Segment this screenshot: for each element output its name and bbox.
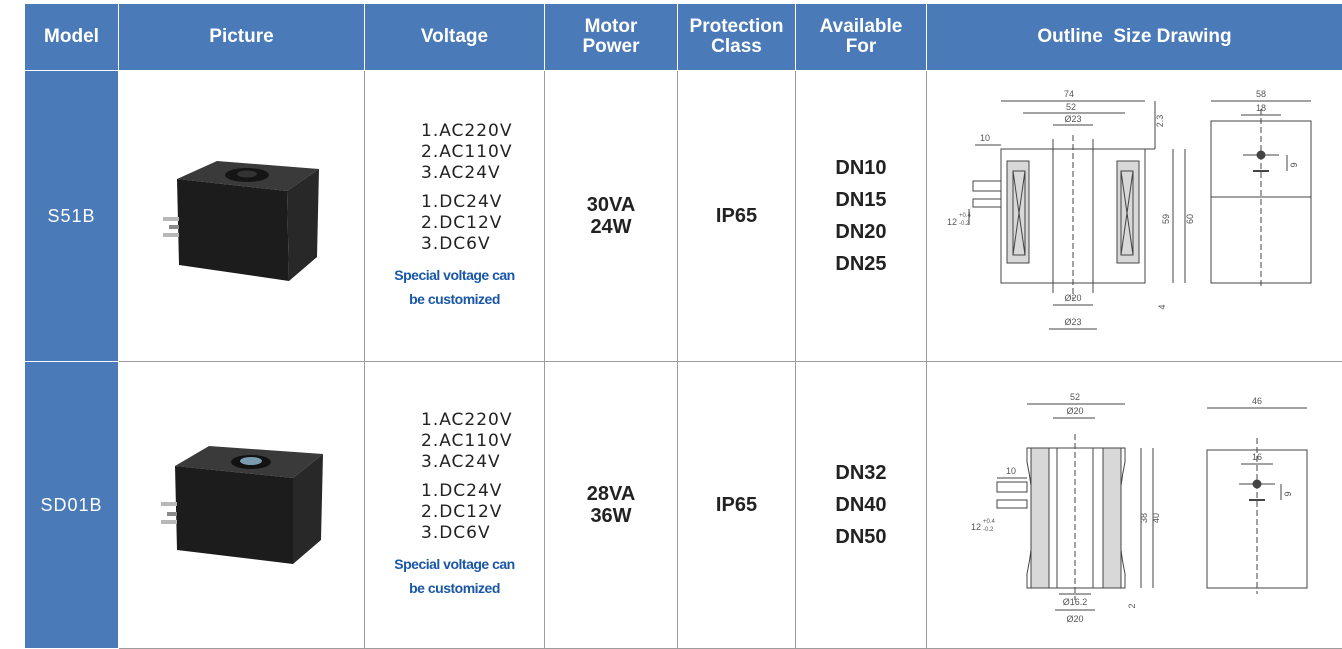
voltage-ac: 3.AC24V xyxy=(393,452,544,473)
model-cell: S51B xyxy=(25,71,119,362)
power-w: 36W xyxy=(545,505,677,527)
custom-voltage-note: Special voltage can xyxy=(365,263,544,287)
dimension-label: Ø20 xyxy=(1066,406,1083,416)
dimension-label: 16 xyxy=(1251,452,1261,462)
model-cell: SD01B xyxy=(25,362,119,649)
dimension-label: 52 xyxy=(1065,102,1075,112)
table-row: SD01B 1.AC220V 2.AC110V 3.AC24V xyxy=(25,362,1342,649)
dimension-label: 60 xyxy=(1185,213,1195,223)
dimension-label: Ø16.2 xyxy=(1062,597,1087,607)
motor-power-cell: 30VA 24W xyxy=(545,71,678,362)
picture-cell xyxy=(119,362,365,649)
dimension-label: 9 xyxy=(1283,491,1293,496)
dimension-label: Ø20 xyxy=(1066,614,1083,624)
dimension-label: 38 xyxy=(1139,512,1149,522)
voltage-ac: 2.AC110V xyxy=(393,142,544,163)
dn-size: DN40 xyxy=(796,489,926,521)
voltage-cell: 1.AC220V 2.AC110V 3.AC24V 1.DC24V 2.DC12… xyxy=(365,362,545,649)
dimension-label: -0.2 xyxy=(959,221,970,227)
dn-size: DN20 xyxy=(796,216,926,248)
dn-size: DN15 xyxy=(796,184,926,216)
dimension-label: 58 xyxy=(1255,89,1265,99)
dimension-label: +0.4 xyxy=(959,213,972,219)
dimension-label: 52 xyxy=(1069,392,1079,402)
dimension-label: 9 xyxy=(1289,162,1299,167)
power-w: 24W xyxy=(545,216,677,238)
dimension-label: Ø20 xyxy=(1064,293,1081,303)
dn-size: DN50 xyxy=(796,521,926,553)
dimension-label: Ø23 xyxy=(1064,317,1081,327)
voltage-ac: 3.AC24V xyxy=(393,163,544,184)
dimension-label: 2.3 xyxy=(1155,114,1165,127)
voltage-dc: 2.DC12V xyxy=(393,502,544,523)
header-model: Model xyxy=(25,4,119,71)
custom-voltage-note: be customized xyxy=(365,576,544,600)
voltage-dc: 3.DC6V xyxy=(393,234,544,255)
voltage-ac: 1.AC220V xyxy=(393,410,544,431)
motor-power-cell: 28VA 36W xyxy=(545,362,678,649)
dimension-label: 2 xyxy=(1127,603,1137,608)
custom-voltage-note: be customized xyxy=(365,287,544,311)
header-picture: Picture xyxy=(119,4,365,71)
dimension-label: 18 xyxy=(1255,103,1265,113)
dimension-label: 4 xyxy=(1157,304,1167,309)
outline-drawing-cell: 74 52 Ø23 2.3 58 18 10 9 59 60 12 +0.4 -… xyxy=(927,71,1342,362)
dn-size: DN32 xyxy=(796,457,926,489)
dn-size: DN10 xyxy=(796,152,926,184)
dimension-label: 46 xyxy=(1251,396,1261,406)
dimension-label: 10 xyxy=(979,133,989,143)
power-va: 28VA xyxy=(545,483,677,505)
dimension-label: 12 xyxy=(947,217,957,227)
custom-voltage-note: Special voltage can xyxy=(365,552,544,576)
protection-cell: IP65 xyxy=(678,362,796,649)
available-cell: DN32 DN40 DN50 xyxy=(796,362,927,649)
dimension-label: 40 xyxy=(1151,512,1161,522)
dimension-label: 10 xyxy=(1005,466,1015,476)
protection-cell: IP65 xyxy=(678,71,796,362)
voltage-ac: 2.AC110V xyxy=(393,431,544,452)
header-voltage: Voltage xyxy=(365,4,545,71)
outline-drawing: 74 52 Ø23 2.3 58 18 10 9 59 60 12 +0.4 -… xyxy=(935,79,1335,349)
dn-size: DN25 xyxy=(796,248,926,280)
dimension-label: 74 xyxy=(1063,89,1073,99)
dimension-label: +0.4 xyxy=(983,519,996,525)
voltage-dc: 2.DC12V xyxy=(393,213,544,234)
outline-drawing: 52 Ø20 46 10 16 38 40 9 12 +0.4 -0.2 Ø16… xyxy=(935,378,1335,628)
dimension-label: Ø23 xyxy=(1064,114,1081,124)
picture-cell xyxy=(119,71,365,362)
coil-photo xyxy=(147,428,337,578)
dimension-label: 12 xyxy=(971,522,981,532)
header-outline-drawing: Outline Size Drawing xyxy=(927,4,1342,71)
table-row: S51B 1.AC220V 2.AC110V 3.AC24V xyxy=(25,71,1342,362)
voltage-dc: 3.DC6V xyxy=(393,523,544,544)
power-va: 30VA xyxy=(545,194,677,216)
voltage-dc: 1.DC24V xyxy=(393,192,544,213)
voltage-ac: 1.AC220V xyxy=(393,121,544,142)
voltage-cell: 1.AC220V 2.AC110V 3.AC24V 1.DC24V 2.DC12… xyxy=(365,71,545,362)
dimension-label: -0.2 xyxy=(983,527,994,533)
available-cell: DN10 DN15 DN20 DN25 xyxy=(796,71,927,362)
voltage-dc: 1.DC24V xyxy=(393,481,544,502)
coil-photo xyxy=(147,139,337,289)
dimension-label: 59 xyxy=(1161,213,1171,223)
outline-drawing-cell: 52 Ø20 46 10 16 38 40 9 12 +0.4 -0.2 Ø16… xyxy=(927,362,1342,649)
